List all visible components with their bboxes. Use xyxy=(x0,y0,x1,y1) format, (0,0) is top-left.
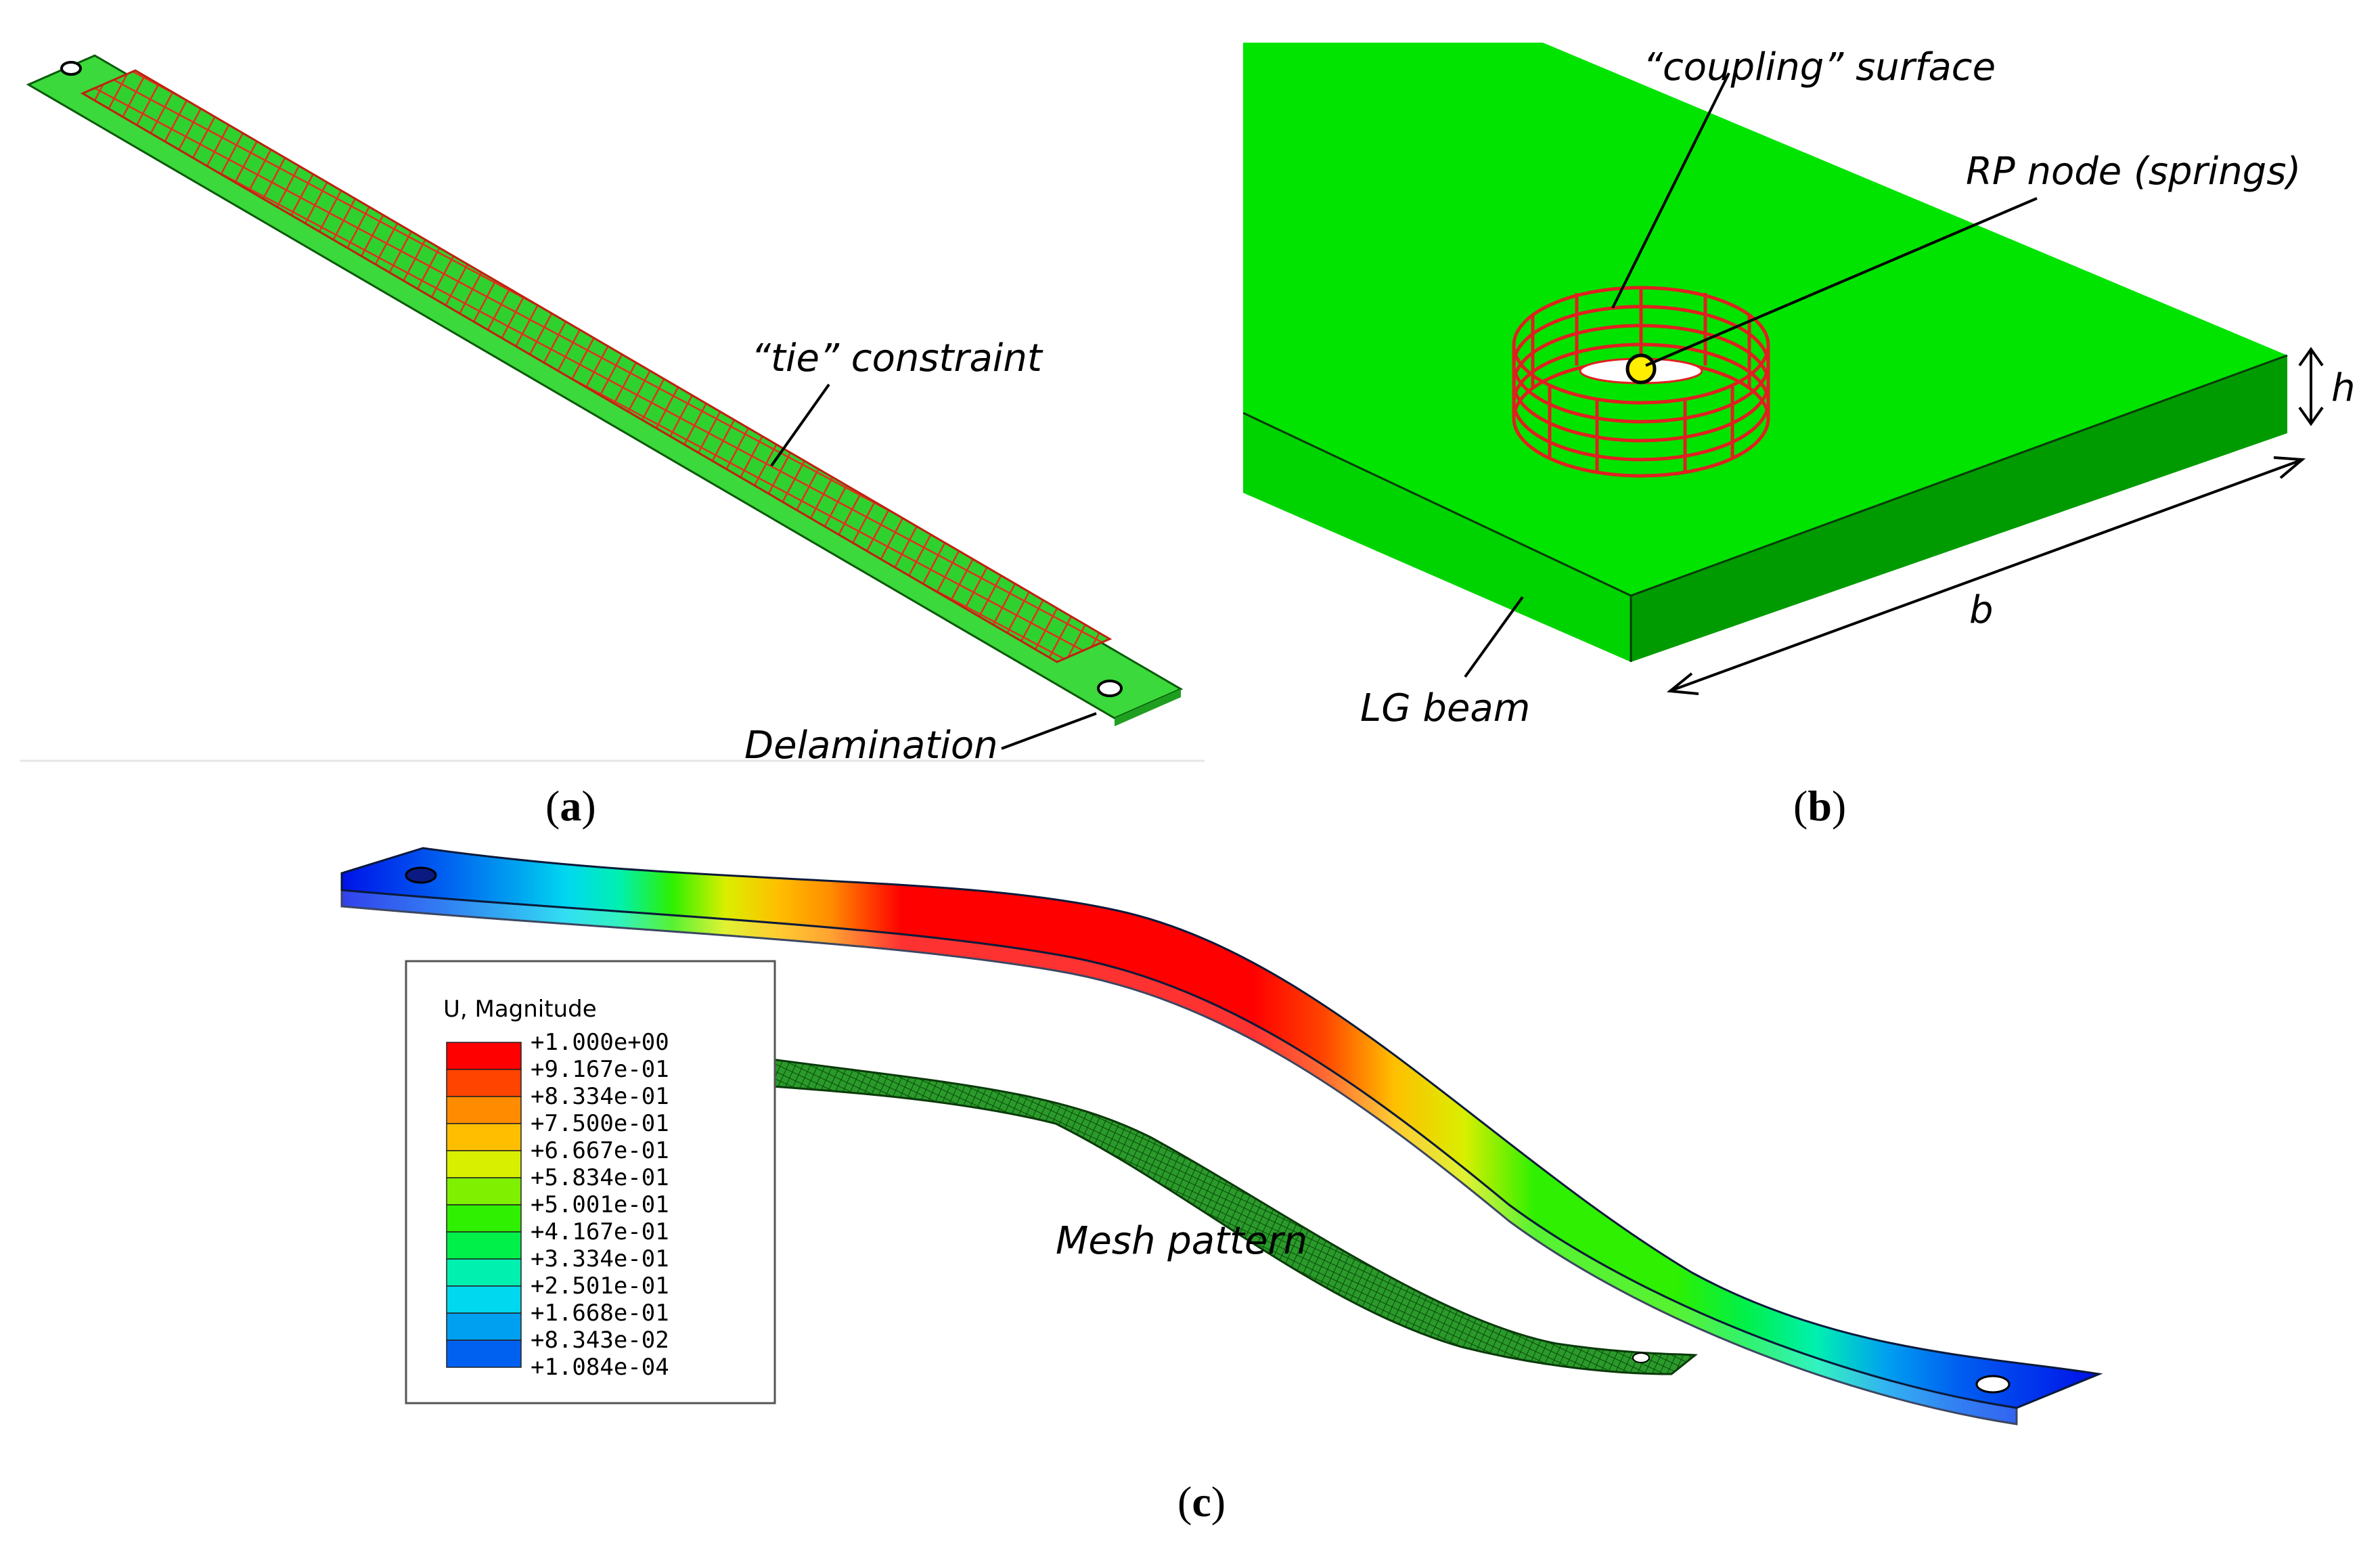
mesh-pattern-label: Mesh pattern xyxy=(1056,1219,1307,1263)
height-label: h xyxy=(2331,366,2356,410)
legend-color-band xyxy=(446,1258,522,1287)
legend-color-band xyxy=(446,1123,522,1151)
bolt-hole-icon xyxy=(1097,680,1123,697)
leader-line xyxy=(1001,712,1097,750)
legend-value: +5.001e-01 xyxy=(531,1191,669,1218)
rp-node-marker xyxy=(1625,353,1657,384)
legend-value: +1.668e-01 xyxy=(531,1300,669,1327)
lg-beam-label: LG beam xyxy=(1360,686,1530,730)
leader-line xyxy=(770,383,830,467)
legend-color-band xyxy=(446,1042,522,1070)
bolt-hole-icon xyxy=(1975,1375,2011,1394)
legend-value: +1.084e-04 xyxy=(531,1354,669,1381)
lg-beam-block xyxy=(1242,43,2288,662)
legend-color-band xyxy=(446,1177,522,1206)
caption-c: (c) xyxy=(1177,1478,1226,1526)
legend-color-band xyxy=(446,1340,522,1368)
caption-a: (a) xyxy=(545,782,596,830)
legend-color-band xyxy=(446,1285,522,1314)
bolt-hole-icon xyxy=(1632,1352,1650,1363)
tie-constraint-mesh xyxy=(80,69,1113,663)
legend-value: +2.501e-01 xyxy=(531,1273,669,1300)
legend-value: +7.500e-01 xyxy=(531,1110,669,1137)
legend-color-band xyxy=(446,1096,522,1124)
legend-value: +8.334e-01 xyxy=(531,1083,669,1110)
panel-b: “coupling” surface RP node (springs) h b… xyxy=(1242,43,2356,830)
legend-value: +6.667e-01 xyxy=(531,1137,669,1164)
legend-value: +5.834e-01 xyxy=(531,1164,669,1191)
legend-color-band xyxy=(446,1231,522,1260)
leader-line xyxy=(1464,596,1524,678)
contour-legend: U, Magnitude +1.000e+00+9.167e-01+8.334e… xyxy=(405,960,776,1405)
legend-color-band xyxy=(446,1150,522,1178)
legend-value: +3.334e-01 xyxy=(531,1245,669,1273)
coupling-surface-label: “coupling” surface xyxy=(1643,45,1996,89)
rp-node-label: RP node (springs) xyxy=(1966,150,2301,194)
legend-value: +9.167e-01 xyxy=(531,1056,669,1083)
deformed-beam-contour xyxy=(340,847,2103,1425)
leader-line xyxy=(1645,197,2038,367)
panel-c: Mesh pattern U, Magnitude +1.000e+00+9.1… xyxy=(340,847,2103,1526)
bolt-hole-icon xyxy=(405,866,437,884)
width-label: b xyxy=(1969,588,1994,632)
tie-constraint-label: “tie” constraint xyxy=(751,336,1043,380)
mesh-beam xyxy=(726,1057,1698,1375)
legend-value: +4.167e-01 xyxy=(531,1218,669,1245)
legend-title: U, Magnitude xyxy=(443,996,597,1023)
caption-b: (b) xyxy=(1793,782,1846,830)
delamination-label: Delamination xyxy=(744,724,998,768)
leader-line xyxy=(1611,72,1730,309)
height-arrow xyxy=(2298,347,2324,426)
width-arrow xyxy=(1666,456,2306,695)
panel-a: “tie” constraint Delamination (a) xyxy=(20,54,1205,830)
bolt-hole-icon xyxy=(60,61,82,76)
legend-value: +1.000e+00 xyxy=(531,1029,669,1056)
legend-value: +8.343e-02 xyxy=(531,1327,669,1354)
legend-color-band xyxy=(446,1312,522,1341)
legend-color-band xyxy=(446,1069,522,1097)
coupling-surface-cage xyxy=(1512,286,1770,478)
legend-color-band xyxy=(446,1204,522,1233)
